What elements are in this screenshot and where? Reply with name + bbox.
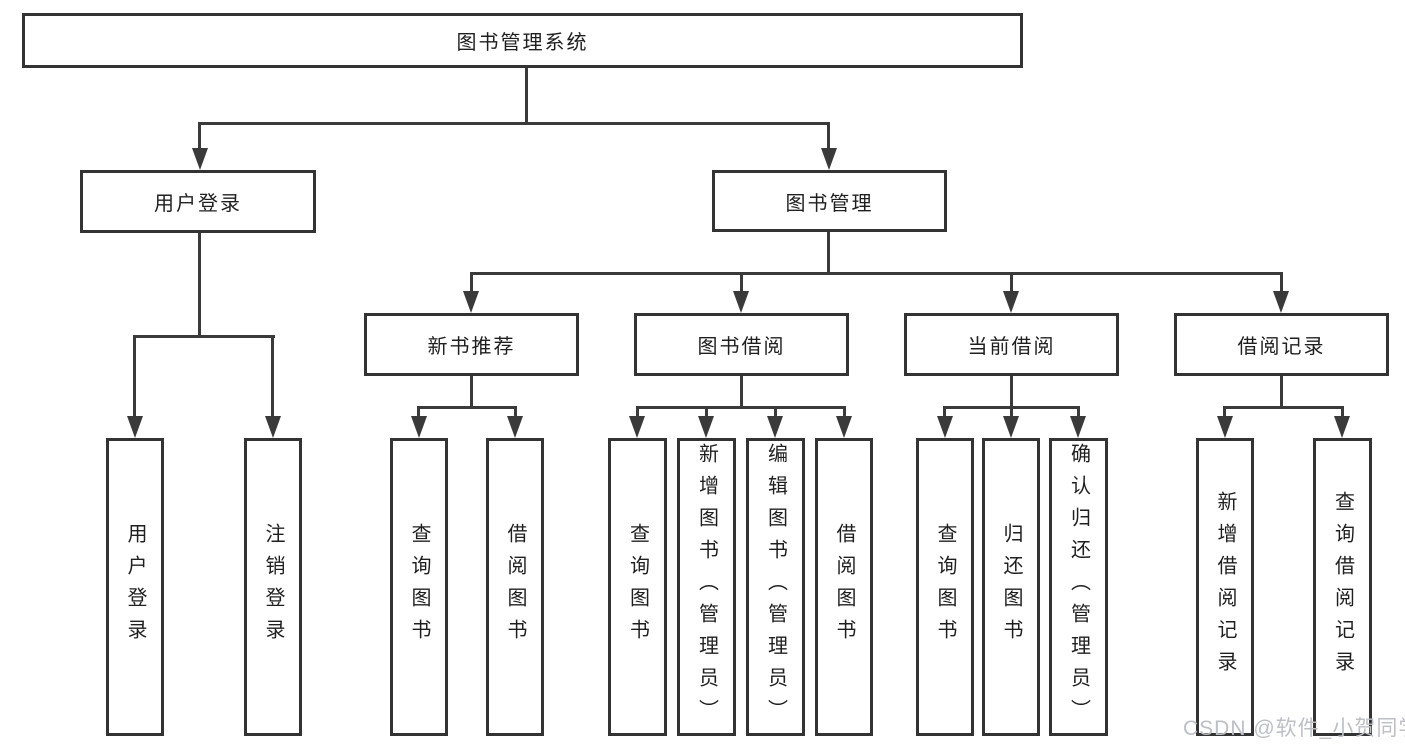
connector-line — [198, 122, 830, 125]
connector-line — [1010, 376, 1013, 408]
arrow-down-icon — [1217, 416, 1233, 438]
node-borrowing-records: 借阅记录 — [1174, 313, 1389, 376]
arrow-down-icon — [836, 416, 852, 438]
connector-line — [774, 406, 777, 418]
node-root: 图书管理系统 — [22, 13, 1023, 68]
arrow-down-icon — [937, 416, 953, 438]
arrow-down-icon — [411, 416, 427, 438]
connector-line — [740, 272, 743, 293]
leaf-borrow-books-recommend: 借阅图书 — [486, 438, 544, 736]
arrow-down-icon — [767, 416, 783, 438]
arrow-down-icon — [1334, 416, 1350, 438]
node-current-borrowing: 当前借阅 — [904, 313, 1119, 376]
leaf-user-login: 用户登录 — [106, 438, 164, 736]
connector-line — [636, 406, 846, 409]
connector-line — [1077, 406, 1080, 418]
node-book-management: 图书管理 — [712, 170, 947, 232]
connector-line — [133, 335, 136, 418]
arrow-down-icon — [265, 416, 281, 438]
leaf-logout: 注销登录 — [244, 438, 302, 736]
connector-line — [133, 335, 275, 338]
connector-line — [271, 335, 274, 418]
connector-line — [705, 406, 708, 418]
connector-line — [740, 376, 743, 408]
connector-line — [470, 376, 473, 408]
connector-line — [943, 406, 946, 418]
node-book-borrowing: 图书借阅 — [634, 313, 849, 376]
leaf-confirm-return-admin: 确认归还（管理员） — [1049, 438, 1108, 736]
arrow-down-icon — [629, 416, 645, 438]
connector-line — [1280, 272, 1283, 293]
connector-line — [198, 233, 201, 338]
leaf-borrow-books-borrowing: 借阅图书 — [815, 438, 873, 736]
leaf-query-books-recommend: 查询图书 — [390, 438, 448, 736]
arrow-down-icon — [698, 416, 714, 438]
arrow-down-icon — [1070, 416, 1086, 438]
watermark: CSDN @软件_小贺同学 — [1183, 717, 1405, 740]
connector-line — [827, 122, 830, 150]
leaf-return-books: 归还图书 — [982, 438, 1040, 736]
connector-line — [1010, 406, 1013, 418]
arrow-down-icon — [507, 416, 523, 438]
arrow-down-icon — [1273, 291, 1289, 313]
connector-line — [417, 406, 517, 409]
connector-line — [827, 232, 830, 274]
arrow-down-icon — [821, 148, 837, 170]
connector-line — [417, 406, 420, 418]
leaf-add-book-admin: 新增图书（管理员） — [677, 438, 736, 736]
arrow-down-icon — [1003, 291, 1019, 313]
arrow-down-icon — [463, 291, 479, 313]
connector-line — [525, 68, 528, 125]
connector-line — [1280, 376, 1283, 408]
connector-line — [470, 272, 473, 293]
leaf-query-books-current: 查询图书 — [916, 438, 974, 736]
connector-line — [1223, 406, 1344, 409]
arrow-down-icon — [1003, 416, 1019, 438]
node-new-book-recommendation: 新书推荐 — [364, 313, 579, 376]
connector-line — [1010, 272, 1013, 293]
connector-line — [470, 272, 1283, 275]
leaf-edit-book-admin: 编辑图书（管理员） — [746, 438, 805, 736]
arrow-down-icon — [733, 291, 749, 313]
leaf-add-borrow-record: 新增借阅记录 — [1196, 438, 1254, 736]
connector-line — [514, 406, 517, 418]
leaf-query-borrow-record: 查询借阅记录 — [1313, 438, 1372, 736]
connector-line — [1341, 406, 1344, 418]
connector-line — [198, 122, 201, 150]
connector-line — [636, 406, 639, 418]
node-user-login: 用户登录 — [80, 170, 316, 233]
arrow-down-icon — [192, 148, 208, 170]
connector-line — [1223, 406, 1226, 418]
connector-line — [843, 406, 846, 418]
leaf-query-books-borrowing: 查询图书 — [608, 438, 667, 736]
arrow-down-icon — [127, 416, 143, 438]
